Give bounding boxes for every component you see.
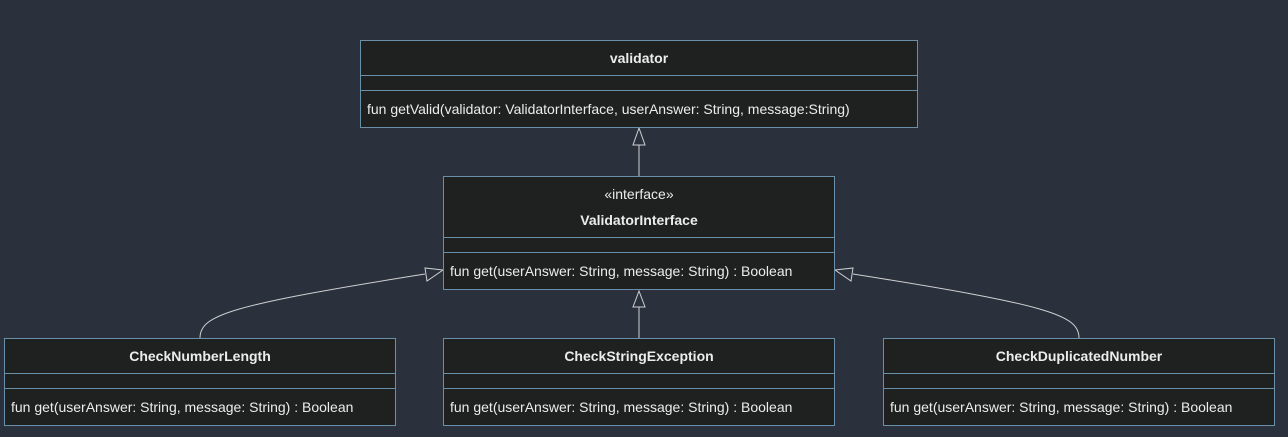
class-name: CheckNumberLength [129,348,271,364]
class-name: CheckDuplicatedNumber [995,348,1163,364]
class-attributes [444,238,834,253]
inheritance-arrowhead [632,126,646,146]
class-methods: fun get(userAnswer: String, message: Str… [884,389,1274,425]
class-stereotype: «interface» [604,186,674,202]
method-signature: fun getValid(validator: ValidatorInterfa… [367,101,850,117]
class-methods: fun getValid(validator: ValidatorInterfa… [361,91,917,127]
method-signature: fun get(userAnswer: String, message: Str… [890,399,1233,415]
class-checknumberlength[interactable]: CheckNumberLength fun get(userAnswer: St… [4,338,396,426]
method-signature: fun get(userAnswer: String, message: Str… [11,399,354,415]
method-signature: fun get(userAnswer: String, message: Str… [450,263,793,279]
class-name: ValidatorInterface [580,212,698,228]
class-checkduplicatednumber[interactable]: CheckDuplicatedNumber fun get(userAnswer… [883,338,1275,426]
class-attributes [5,374,395,389]
class-checkstringexception[interactable]: CheckStringException fun get(userAnswer:… [443,338,835,426]
class-header: CheckDuplicatedNumber [884,339,1274,374]
class-attributes [884,374,1274,389]
inheritance-arrowhead [424,267,445,282]
inheritance-arrowhead [632,289,646,308]
class-name: validator [609,50,669,66]
class-header: CheckNumberLength [5,339,395,374]
method-signature: fun get(userAnswer: String, message: Str… [450,399,793,415]
class-methods: fun get(userAnswer: String, message: Str… [444,253,834,289]
class-attributes [361,76,917,91]
class-name: CheckStringException [564,348,714,364]
class-attributes [444,374,834,389]
edge-checkduplicatednumber-to-validatorinterface [852,273,1080,339]
class-validator[interactable]: validator fun getValid(validator: Valida… [360,40,918,128]
class-header: CheckStringException [444,339,834,374]
class-validatorinterface[interactable]: «interface» ValidatorInterface fun get(u… [443,176,835,290]
class-header: «interface» ValidatorInterface [444,177,834,238]
class-header: validator [361,41,917,76]
class-methods: fun get(userAnswer: String, message: Str… [444,389,834,425]
inheritance-arrowhead [833,267,854,282]
edge-checknumberlength-to-validatorinterface [199,273,426,339]
class-methods: fun get(userAnswer: String, message: Str… [5,389,395,425]
